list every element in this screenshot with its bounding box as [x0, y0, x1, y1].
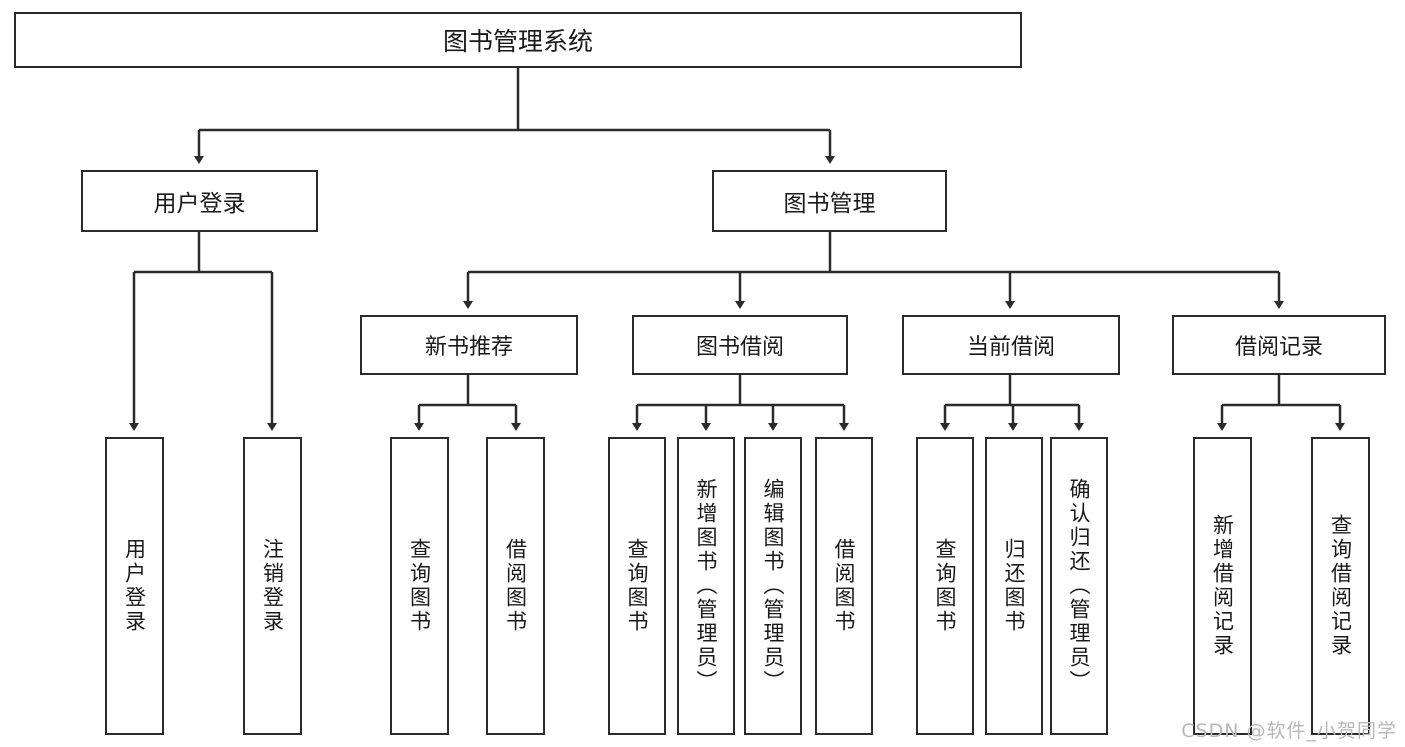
leaf-label: 查询图书: [933, 538, 958, 634]
node-leaf-return-book[interactable]: 归还图书: [985, 437, 1043, 735]
leaf-label: 用户登录: [122, 538, 147, 634]
node-leaf-query-book-1[interactable]: 查询图书: [390, 437, 449, 735]
node-book-borrow[interactable]: 图书借阅: [632, 315, 848, 375]
node-book-manage[interactable]: 图书管理: [712, 170, 947, 232]
node-leaf-query-book-3[interactable]: 查询图书: [916, 437, 974, 735]
node-leaf-confirm-return-admin[interactable]: 确认归还（管理员）: [1050, 437, 1108, 735]
leaf-label: 注销登录: [260, 538, 285, 634]
node-root-system[interactable]: 图书管理系统: [14, 12, 1022, 68]
node-leaf-edit-book-admin[interactable]: 编辑图书（管理员）: [744, 437, 802, 735]
node-leaf-borrow-book-1[interactable]: 借阅图书: [486, 437, 545, 735]
leaf-label: 归还图书: [1002, 538, 1027, 634]
node-borrow-record[interactable]: 借阅记录: [1172, 315, 1386, 375]
node-leaf-add-borrow-record[interactable]: 新增借阅记录: [1193, 437, 1252, 735]
leaf-label: 新增图书（管理员）: [694, 478, 719, 694]
node-new-book-recommend[interactable]: 新书推荐: [360, 315, 578, 375]
leaf-label: 新增借阅记录: [1210, 514, 1235, 658]
watermark-text: CSDN @软件_小贺同学: [1181, 720, 1397, 742]
leaf-label: 借阅图书: [503, 538, 528, 634]
leaf-label: 确认归还（管理员）: [1067, 478, 1092, 694]
leaf-label: 查询图书: [625, 538, 650, 634]
node-leaf-query-book-2[interactable]: 查询图书: [608, 437, 666, 735]
node-leaf-add-book-admin[interactable]: 新增图书（管理员）: [677, 437, 735, 735]
node-current-borrow[interactable]: 当前借阅: [902, 315, 1120, 375]
leaf-label: 编辑图书（管理员）: [761, 478, 786, 694]
node-leaf-user-login[interactable]: 用户登录: [105, 437, 164, 735]
node-leaf-query-borrow-record[interactable]: 查询借阅记录: [1311, 437, 1370, 735]
node-leaf-borrow-book-2[interactable]: 借阅图书: [815, 437, 873, 735]
leaf-label: 借阅图书: [832, 538, 857, 634]
leaf-label: 查询图书: [407, 538, 432, 634]
leaf-label: 查询借阅记录: [1328, 514, 1353, 658]
node-user-login[interactable]: 用户登录: [81, 170, 318, 232]
node-leaf-logout-login[interactable]: 注销登录: [243, 437, 302, 735]
